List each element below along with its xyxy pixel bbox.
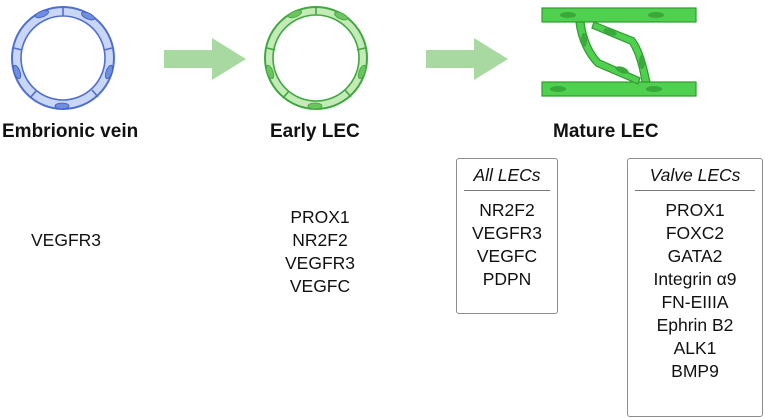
all-lecs-heading: All LECs <box>473 165 541 185</box>
early-lec-cell-borders <box>266 7 366 99</box>
progression-arrow-1 <box>164 38 246 80</box>
marker-item: FN-EIIIA <box>661 292 729 312</box>
all-lecs-divider <box>464 190 550 191</box>
mature-lec-top-wall <box>541 7 697 23</box>
marker-item: NR2F2 <box>479 200 535 220</box>
progression-arrow-2 <box>426 38 508 80</box>
valve-lecs-marker-list: PROX1 FOXC2 GATA2 Integrin α9 FN-EIIIA E… <box>628 199 762 383</box>
embryonic-vein-cell-borders <box>13 7 113 99</box>
marker-item: Integrin α9 <box>653 269 737 289</box>
early-lec-nuclei <box>265 9 367 110</box>
marker-item: PDPN <box>482 269 532 289</box>
marker-item: VEGFC <box>289 276 351 296</box>
stage-title-embryonic: Embrionic vein <box>2 121 139 142</box>
mature-lec-bottom-wall <box>541 81 697 97</box>
marker-item: ALK1 <box>673 338 717 358</box>
marker-item: Ephrin B2 <box>656 315 734 335</box>
marker-item: PROX1 <box>665 200 725 220</box>
valve-lecs-box: Valve LECs PROX1 FOXC2 GATA2 Integrin α9… <box>627 158 763 417</box>
marker-item: VEGFR3 <box>284 253 356 273</box>
all-lecs-box: All LECs NR2F2 VEGFR3 VEGFC PDPN <box>456 158 558 314</box>
valve-lecs-heading: Valve LECs <box>649 165 741 185</box>
mature-lec-valve-leaflets <box>575 21 651 85</box>
early-lec-marker-list: PROX1 NR2F2 VEGFR3 VEGFC <box>270 206 370 298</box>
mature-lec-illustration <box>541 7 697 97</box>
marker-item: VEGFR3 <box>471 223 543 243</box>
embryonic-vein-illustration <box>11 6 115 110</box>
embryonic-marker-list: VEGFR3 <box>22 229 110 252</box>
valve-lecs-divider <box>635 190 755 191</box>
stage-title-early: Early LEC <box>270 121 360 142</box>
marker-item: BMP9 <box>671 361 719 381</box>
early-lec-illustration <box>264 6 368 110</box>
marker-item: VEGFR3 <box>30 230 102 250</box>
all-lecs-marker-list: NR2F2 VEGFR3 VEGFC PDPN <box>457 199 557 291</box>
embryonic-vein-nuclei <box>12 9 114 110</box>
marker-item: FOXC2 <box>665 223 725 243</box>
stage-title-mature: Mature LEC <box>553 121 659 142</box>
embryonic-vein-ring <box>11 6 115 110</box>
marker-item: NR2F2 <box>292 230 348 250</box>
marker-item: GATA2 <box>667 246 723 266</box>
marker-item: VEGFC <box>476 246 538 266</box>
marker-item: PROX1 <box>290 207 350 227</box>
